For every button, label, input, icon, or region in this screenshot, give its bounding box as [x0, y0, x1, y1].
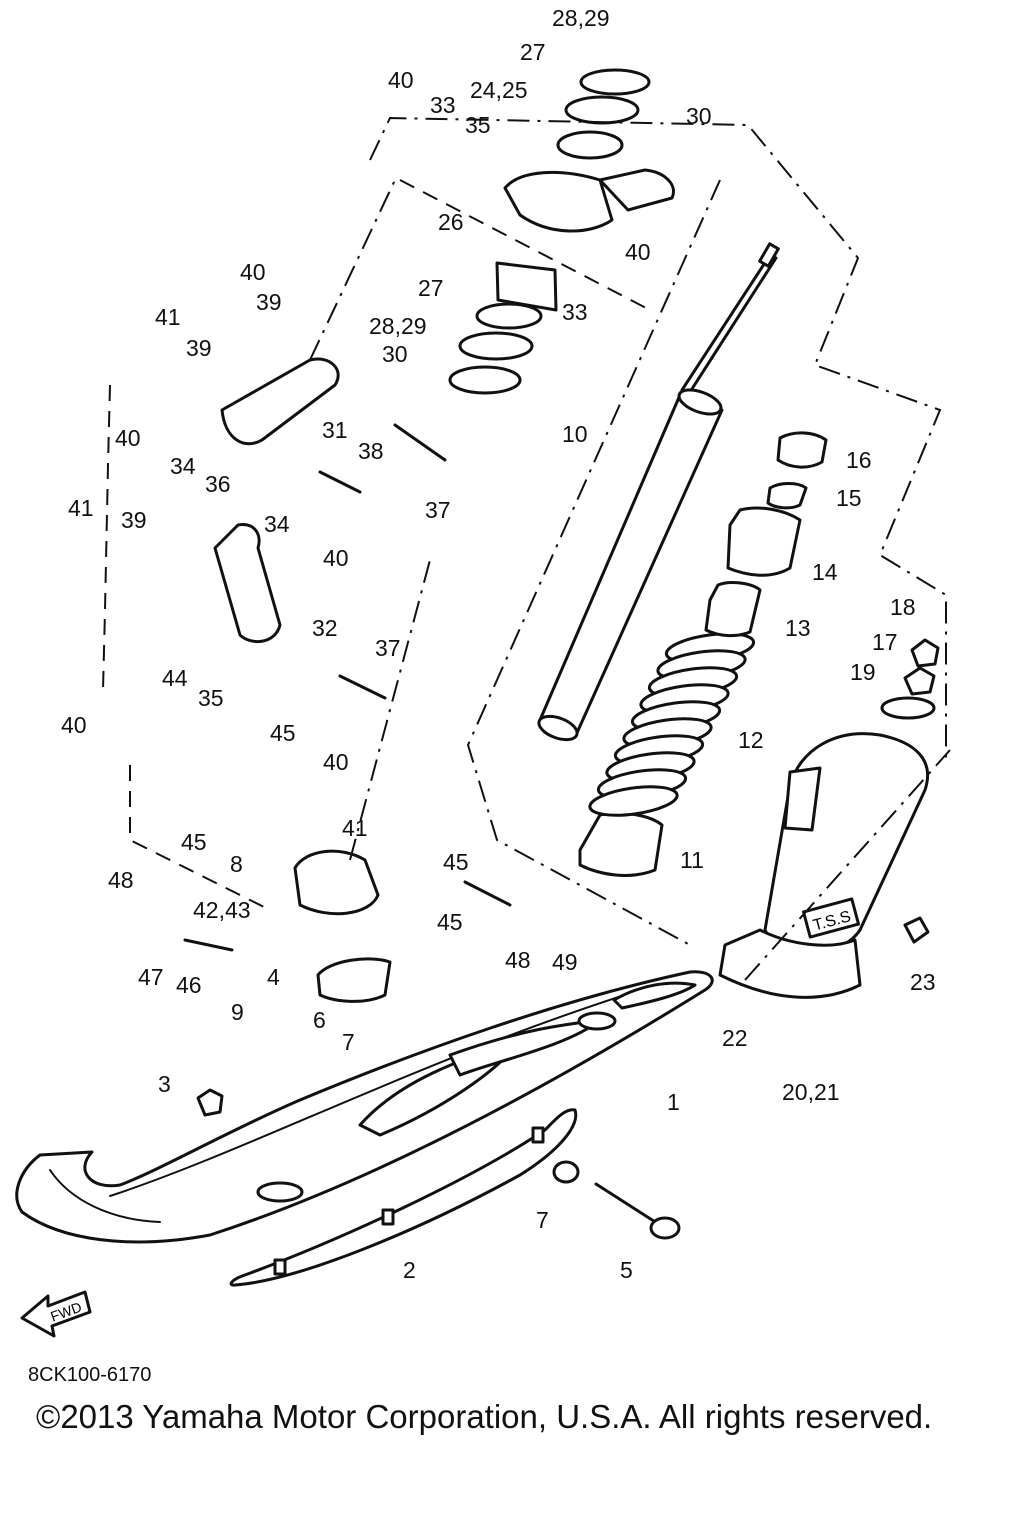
callout-number: 5 — [620, 1257, 633, 1283]
callout-number: 34 — [264, 511, 290, 537]
callout-number: 8 — [230, 851, 243, 877]
callout-number: 40 — [388, 67, 414, 93]
callout-number: 38 — [358, 438, 384, 464]
callout-number: 28,29 — [369, 313, 427, 339]
callout-labels: 12345677891011121314151617181920,2122232… — [0, 0, 936, 1283]
callout-number: 12 — [738, 727, 764, 753]
callout-number: 49 — [0, 0, 26, 5]
callout-number: 48 — [108, 867, 134, 893]
callout-number: 40 — [323, 749, 349, 775]
callout-number: 40 — [115, 425, 141, 451]
callout-number: 39 — [256, 289, 282, 315]
callout-number: 9 — [231, 999, 244, 1025]
callout-number: 30 — [686, 103, 712, 129]
callout-number: 23 — [910, 969, 936, 995]
callout-number: 40 — [61, 712, 87, 738]
callout-number: 27 — [418, 275, 444, 301]
callout-number: 34 — [170, 453, 196, 479]
spring-assembly-part — [578, 431, 828, 877]
callout-number: 32 — [312, 615, 338, 641]
hardware-parts — [183, 423, 681, 1240]
callout-number: 49 — [552, 949, 578, 975]
callout-number: 45 — [181, 829, 207, 855]
callout-number: 28,29 — [552, 5, 610, 31]
link-arm-parts — [213, 357, 340, 644]
callout-number: 1 — [667, 1089, 680, 1115]
callout-number: 15 — [836, 485, 862, 511]
callout-number: 14 — [812, 559, 838, 585]
callout-number: 39 — [186, 335, 212, 361]
callout-number: 7 — [536, 1207, 549, 1233]
callout-number: 7 — [342, 1029, 355, 1055]
upper-bracket-part — [448, 68, 675, 395]
callout-number: 33 — [562, 299, 588, 325]
callout-number: 40 — [323, 545, 349, 571]
fwd-direction-arrow: FWD — [20, 1290, 92, 1338]
callout-number: 4 — [267, 964, 280, 990]
callout-number: 13 — [785, 615, 811, 641]
callout-number: 41 — [155, 304, 181, 330]
callout-number: 10 — [562, 421, 588, 447]
callout-number: 16 — [846, 447, 872, 473]
callout-number: 40 — [240, 259, 266, 285]
callout-number: 18 — [890, 594, 916, 620]
copyright-notice: ©2013 Yamaha Motor Corporation, U.S.A. A… — [36, 1398, 933, 1435]
callout-number: 33 — [430, 92, 456, 118]
callout-number: 40 — [625, 239, 651, 265]
pivot-block-part — [293, 849, 380, 916]
callout-number: 45 — [443, 849, 469, 875]
shock-tube-part — [537, 242, 780, 742]
callout-number: 41 — [342, 815, 368, 841]
callout-number: 2 — [403, 1257, 416, 1283]
callout-number: 26 — [438, 209, 464, 235]
runner-part — [229, 1108, 578, 1287]
callout-number: 30 — [382, 341, 408, 367]
callout-number: 27 — [520, 39, 546, 65]
callout-number: 19 — [850, 659, 876, 685]
callout-number: 44 — [162, 665, 188, 691]
callout-number: 47 — [138, 964, 164, 990]
callout-number: 6 — [313, 1007, 326, 1033]
callout-number: 46 — [176, 972, 202, 998]
callout-number: 37 — [375, 635, 401, 661]
callout-number: 45 — [270, 720, 296, 746]
callout-number: 24,25 — [470, 77, 528, 103]
callout-number: 45 — [437, 909, 463, 935]
callout-number: 39 — [121, 507, 147, 533]
shock-absorber-part: T.S.S — [718, 638, 940, 999]
callout-number: 37 — [425, 497, 451, 523]
ski-part — [15, 970, 714, 1244]
callout-number: 41 — [68, 495, 94, 521]
assembly-guide-lines — [102, 116, 951, 981]
callout-number: 31 — [322, 417, 348, 443]
callout-number: 20,21 — [782, 1079, 840, 1105]
callout-number: 11 — [680, 847, 704, 873]
callout-number: 3 — [158, 1071, 171, 1097]
part-code: 8CK100-6170 — [28, 1364, 152, 1386]
callout-number: 42,43 — [193, 897, 251, 923]
callout-number: 35 — [465, 112, 491, 138]
callout-number: 35 — [198, 685, 224, 711]
callout-number: 22 — [722, 1025, 748, 1051]
callout-number: 48 — [505, 947, 531, 973]
callout-number: 17 — [872, 629, 898, 655]
callout-number: 36 — [205, 471, 231, 497]
